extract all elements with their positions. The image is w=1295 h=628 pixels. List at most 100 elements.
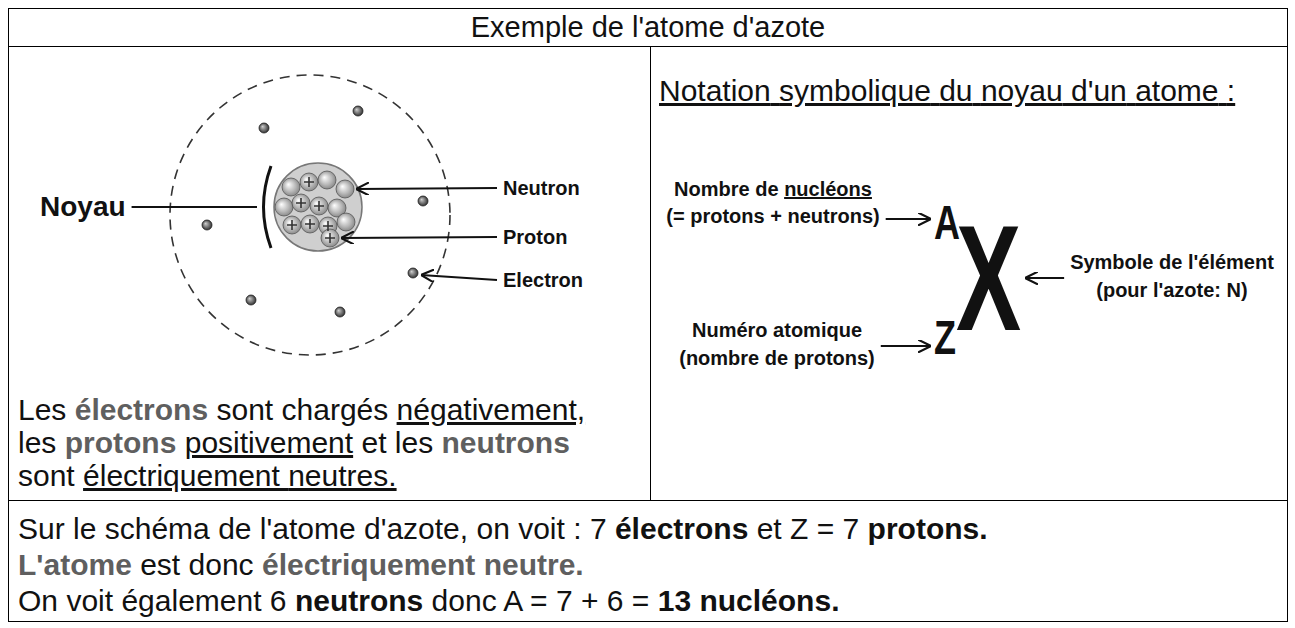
text-run: X xyxy=(956,194,1021,362)
plus-sign xyxy=(304,177,314,187)
text-space xyxy=(387,426,395,459)
text-run: neutres. xyxy=(288,459,396,492)
electron-dot xyxy=(353,106,363,116)
text-run: de xyxy=(755,178,778,200)
text-run: de xyxy=(1159,251,1182,273)
text-space xyxy=(582,512,590,545)
part-label: Neutron xyxy=(503,176,580,200)
text-space xyxy=(468,512,476,545)
electron-dot xyxy=(259,123,269,133)
text-space xyxy=(573,584,581,617)
text-space xyxy=(96,512,104,545)
text-space xyxy=(834,512,842,545)
text-run: On xyxy=(18,584,58,617)
text-run: Les xyxy=(18,393,66,426)
text-space xyxy=(56,426,64,459)
cell-text: Notation symbolique du noyau d'un atome … xyxy=(659,74,1284,107)
text-space xyxy=(607,512,615,545)
proton-ball xyxy=(292,194,310,212)
cell-text: Les électrons sont chargés négativement,… xyxy=(18,393,648,492)
electron-dot xyxy=(408,268,418,278)
leader-arrow xyxy=(1025,277,1064,279)
text-space xyxy=(649,584,657,617)
electron-dot xyxy=(246,295,256,305)
text-run: on xyxy=(476,512,509,545)
text-space xyxy=(522,584,530,617)
leader-lines xyxy=(132,188,1065,346)
text-run: électrons xyxy=(75,393,208,426)
text-space xyxy=(180,548,188,581)
plus-sign xyxy=(323,221,333,231)
title-row: Exemple de l'atome d'azote xyxy=(8,8,1288,47)
plus-sign xyxy=(287,220,297,230)
text-run: Z xyxy=(934,311,956,364)
proton-signs xyxy=(287,177,335,243)
text-run: protons) xyxy=(794,347,875,369)
text-run: noyau xyxy=(981,74,1063,107)
text-space xyxy=(497,584,504,617)
electron-dot xyxy=(418,196,428,206)
text-run: l'atome xyxy=(260,512,356,545)
text-run: Electron xyxy=(503,269,583,291)
text-space xyxy=(1147,279,1153,301)
leader-arrow xyxy=(421,275,497,280)
notation-label: Symbole de l'élément (pour l'azote: N) xyxy=(1070,248,1274,304)
text-space xyxy=(1153,251,1159,273)
text-run: 7 xyxy=(556,584,573,617)
electrons xyxy=(202,106,428,317)
text-run: est xyxy=(140,548,180,581)
neutron-ball xyxy=(275,198,293,216)
text-run: = xyxy=(530,584,548,617)
text-run: sont xyxy=(18,459,75,492)
electron-shell xyxy=(170,75,450,355)
text-space xyxy=(1127,74,1135,107)
text-space xyxy=(973,74,981,107)
text-run: neutrons xyxy=(442,426,570,459)
text-run: 6 xyxy=(270,584,287,617)
text-space xyxy=(548,584,556,617)
text-run: sont xyxy=(216,393,273,426)
text-run: 7 xyxy=(843,512,860,545)
text-space xyxy=(132,548,140,581)
text-run: = xyxy=(632,584,650,617)
text-run: Proton xyxy=(503,226,567,248)
text-space xyxy=(66,393,74,426)
text-run: Z xyxy=(790,512,808,545)
leader-arrow xyxy=(341,237,497,238)
text-run: L'atome xyxy=(18,548,132,581)
electron-dot xyxy=(202,220,212,230)
text-run: + xyxy=(770,205,782,227)
nucleons xyxy=(275,171,355,247)
leader-arrow xyxy=(886,218,931,220)
plus-sign xyxy=(305,219,315,229)
text-space xyxy=(273,393,281,426)
nucleus-bracket xyxy=(264,166,272,248)
text-run: Sur xyxy=(18,512,65,545)
text-run: et xyxy=(757,512,782,545)
text-run: nucléons. xyxy=(699,584,839,617)
notation-label: Nombre de nucléons (= protons + neutrons… xyxy=(666,176,879,230)
text-space xyxy=(356,512,364,545)
text-run: Neutron xyxy=(503,177,580,199)
text-space xyxy=(433,426,441,459)
part-label: Electron xyxy=(503,268,583,292)
text-run: chargés xyxy=(282,393,389,426)
text-space xyxy=(624,584,632,617)
text-space xyxy=(685,205,691,227)
text-space xyxy=(931,74,939,107)
neutron-ball xyxy=(337,213,355,231)
text-run: protons xyxy=(690,205,764,227)
plus-sign xyxy=(325,233,335,243)
table-title: Exemple de l'atome d'azote xyxy=(9,9,1287,46)
text-space xyxy=(510,512,518,545)
text-run: voit xyxy=(66,584,113,617)
text-space xyxy=(287,584,295,617)
proton-ball xyxy=(301,215,319,233)
text-run: et xyxy=(361,426,386,459)
text-space xyxy=(1063,74,1071,107)
proton-ball xyxy=(321,229,339,247)
text-space xyxy=(765,205,771,227)
proton-ball xyxy=(300,173,318,191)
text-space xyxy=(768,319,774,341)
